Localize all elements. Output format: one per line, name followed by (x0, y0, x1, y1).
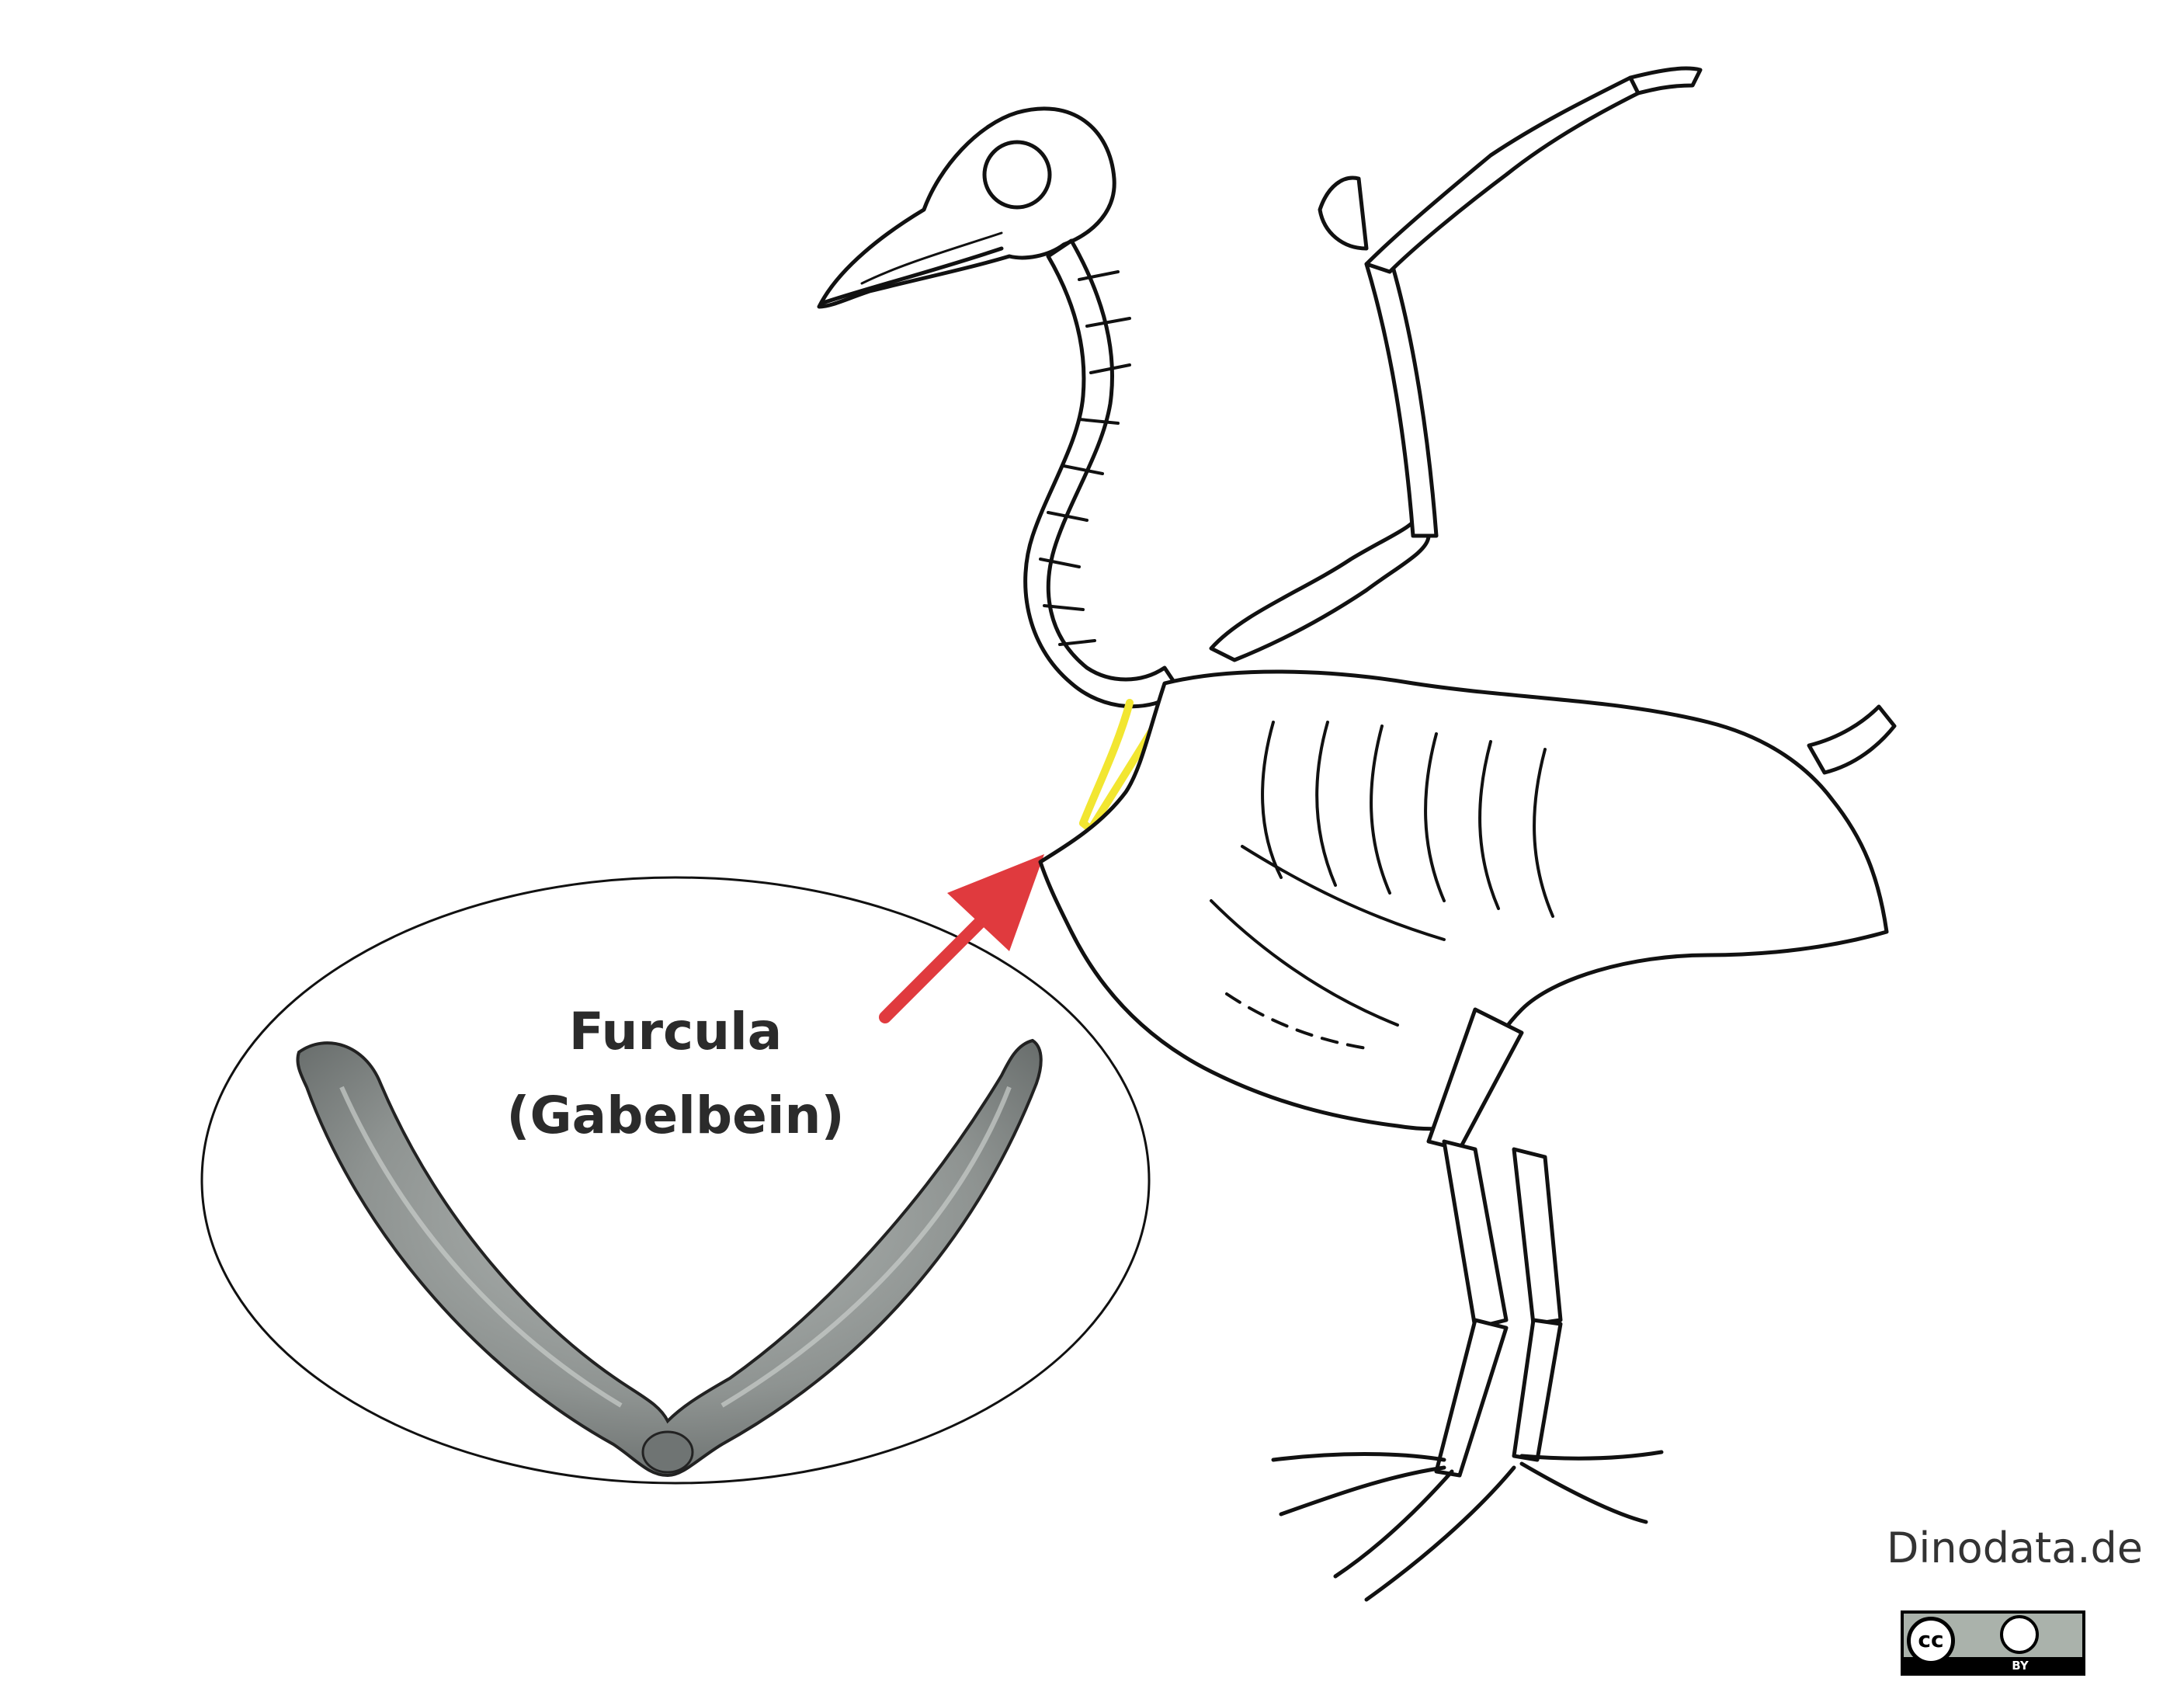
attribution-icon (2000, 1615, 2039, 1654)
by-label: BY (2012, 1659, 2029, 1673)
cc-by-icon[interactable]: cc BY (1901, 1610, 2085, 1676)
furcula-label: Furcula (568, 1002, 783, 1061)
bird-skeleton (817, 66, 1897, 1602)
body (1038, 669, 1889, 1131)
credit-text[interactable]: Dinodata.de (1886, 1524, 2143, 1572)
furcula-illustration (296, 1038, 1043, 1478)
pointer-arrow (879, 854, 1044, 1023)
inset-ellipse (200, 876, 1151, 1485)
wing (1209, 510, 1431, 662)
cc-icon: cc (1907, 1617, 1955, 1665)
furcula-label-german: (Gabelbein) (506, 1086, 845, 1145)
